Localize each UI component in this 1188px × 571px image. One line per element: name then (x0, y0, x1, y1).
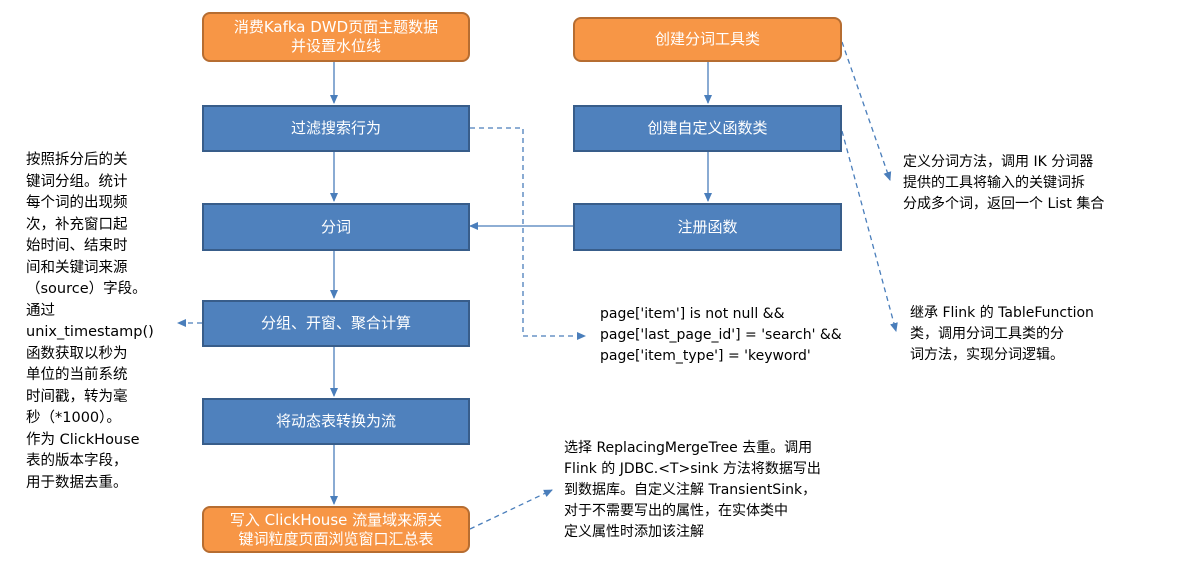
node-create-udf-class: 创建自定义函数类 (573, 105, 842, 152)
node-create-tool-class: 创建分词工具类 (573, 17, 842, 62)
note-udf-description: 继承 Flink 的 TableFunction 类，调用分词工具类的分 词方法… (910, 305, 1094, 363)
node-consume-kafka: 消费Kafka DWD页面主题数据 并设置水位线 (202, 12, 470, 62)
node-split-words: 分词 (202, 203, 470, 251)
node-filter-search: 过滤搜索行为 (202, 105, 470, 152)
note-filter-condition: page['item'] is not null && page['last_p… (600, 306, 842, 364)
dashed-write-to-note (469, 489, 553, 530)
dashed-filter-to-condition (470, 127, 586, 340)
dashed-tool-to-note (841, 41, 892, 181)
dashed-udf-to-note (841, 130, 898, 332)
note-sink-description: 选择 ReplacingMergeTree 去重。调用 Flink 的 JDBC… (564, 440, 821, 540)
node-group-window-agg: 分组、开窗、聚合计算 (202, 300, 470, 347)
node-table-to-stream: 将动态表转换为流 (202, 398, 470, 445)
note-tool-description: 定义分词方法，调用 IK 分词器 提供的工具将输入的关键词拆 分成多个词，返回一… (903, 154, 1105, 212)
node-register-function: 注册函数 (573, 203, 842, 251)
note-group-description: 按照拆分后的关 键词分组。统计 每个词的出现频 次，补充窗口起 始时间、结束时 … (26, 152, 154, 491)
node-write-clickhouse: 写入 ClickHouse 流量域来源关 键词粒度页面浏览窗口汇总表 (202, 506, 470, 553)
